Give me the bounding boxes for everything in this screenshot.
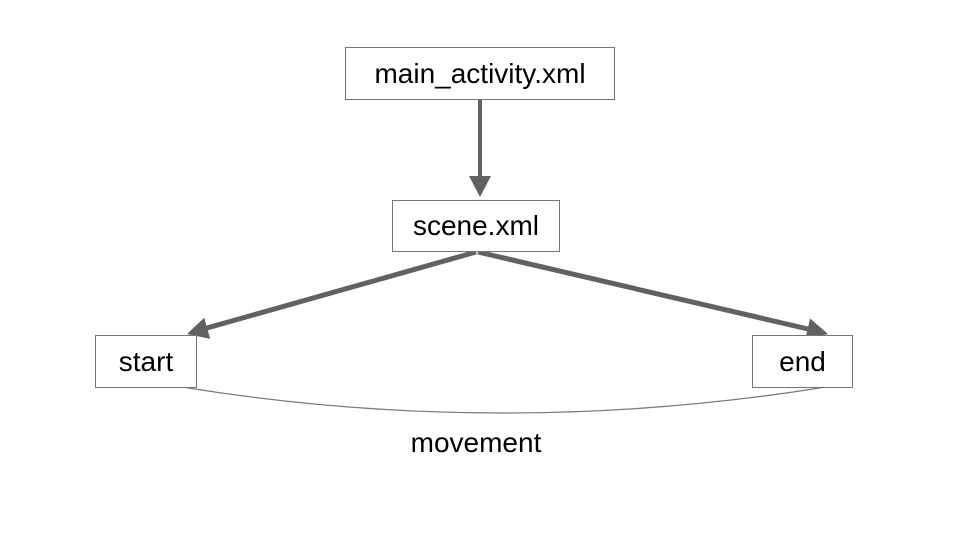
edge-scene-to-end-line [477,249,809,332]
edge-main-to-scene-arrowhead [469,176,491,197]
node-end-label: end [779,345,826,377]
edge-scene-to-start-line [206,249,477,331]
node-scene-label: scene.xml [412,210,540,241]
edge-label-movement: movement [410,427,542,458]
edge-scene-to-end-arrowhead [805,318,828,340]
node-scene: scene.xml [392,200,560,252]
node-main-activity-label: main_activity.xml [374,57,586,89]
node-main-activity: main_activity.xml [345,47,615,100]
edge-scene-to-start-arrowhead [187,317,211,339]
edge-start-to-end-curve [181,386,827,414]
node-start-label: start [118,345,174,377]
node-end: end [752,335,853,388]
node-start: start [95,335,197,388]
